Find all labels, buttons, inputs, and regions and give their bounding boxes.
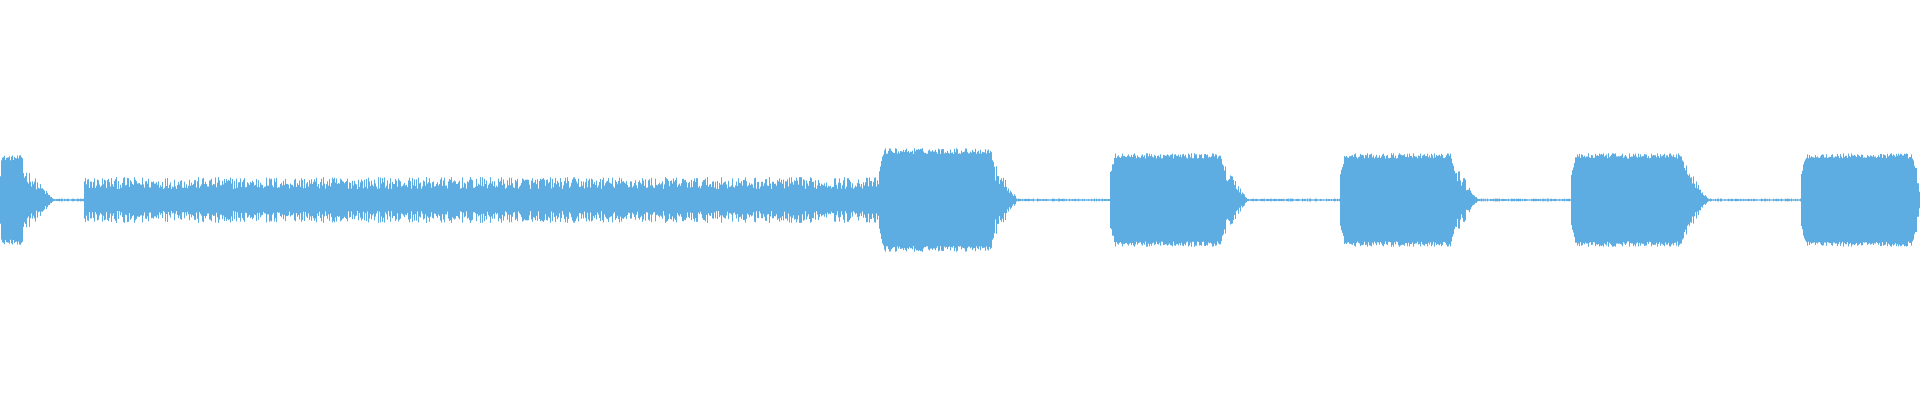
waveform-segment-decay [23,172,54,228]
waveform-segment-silence [1248,198,1340,202]
waveform-segment-silence [54,198,84,202]
waveform-segment-noisy [84,177,879,223]
waveform-segment-silence [1709,198,1801,202]
waveform-segment-decay [1455,171,1478,229]
waveform-group [0,148,1920,252]
waveform-segment-burst [1801,153,1916,247]
waveform-segment-burst [1110,153,1225,247]
waveform-segment-decay [1225,166,1248,234]
waveform-segment-decay [995,166,1018,234]
waveform-segment-silence [1478,198,1571,202]
waveform-segment-burst [1571,153,1686,247]
waveform-segment-burst [0,155,23,245]
waveform-segment-silence [1018,198,1110,202]
waveform-segment-burst [1340,153,1455,247]
waveform-segment-decay [1916,167,1920,233]
waveform-segment-decay [1686,165,1709,235]
waveform-segment-burst [879,148,995,252]
